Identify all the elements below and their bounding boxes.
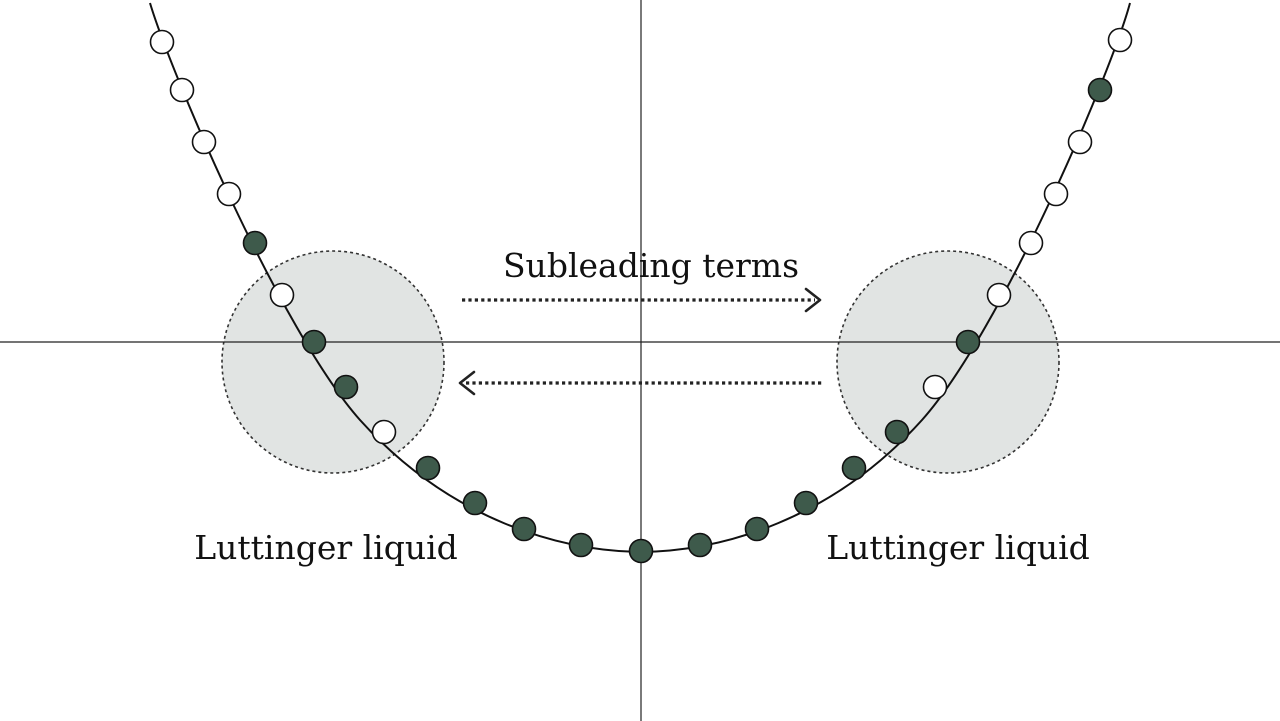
filled-state-dot: [462, 490, 488, 516]
left-luttinger-region: [221, 250, 445, 474]
filled-state-dot: [301, 329, 327, 355]
right-luttinger-label: Luttinger liquid: [826, 528, 1090, 567]
empty-state-dot: [1107, 27, 1133, 53]
arrow-right-head: [804, 287, 822, 313]
empty-state-dot: [269, 282, 295, 308]
empty-state-dot: [216, 181, 242, 207]
filled-state-dot: [242, 230, 268, 256]
empty-state-dot: [169, 77, 195, 103]
empty-state-dot: [1067, 129, 1093, 155]
left-luttinger-label: Luttinger liquid: [194, 528, 458, 567]
filled-state-dot: [628, 538, 654, 564]
electron-states: [149, 27, 1133, 564]
right-luttinger-region: [836, 250, 1060, 474]
filled-state-dot: [333, 374, 359, 400]
filled-state-dot: [955, 329, 981, 355]
filled-state-dot: [415, 455, 441, 481]
filled-state-dot: [744, 516, 770, 542]
subleading-terms-label: Subleading terms: [503, 246, 799, 285]
empty-state-dot: [149, 29, 175, 55]
filled-state-dot: [687, 532, 713, 558]
filled-state-dot: [568, 532, 594, 558]
empty-state-dot: [191, 129, 217, 155]
filled-state-dot: [884, 419, 910, 445]
empty-state-dot: [371, 419, 397, 445]
empty-state-dot: [986, 282, 1012, 308]
empty-state-dot: [1018, 230, 1044, 256]
filled-state-dot: [1087, 77, 1113, 103]
filled-state-dot: [511, 516, 537, 542]
filled-state-dot: [793, 490, 819, 516]
empty-state-dot: [1043, 181, 1069, 207]
arrow-left-head: [458, 370, 476, 396]
filled-state-dot: [841, 455, 867, 481]
empty-state-dot: [922, 374, 948, 400]
